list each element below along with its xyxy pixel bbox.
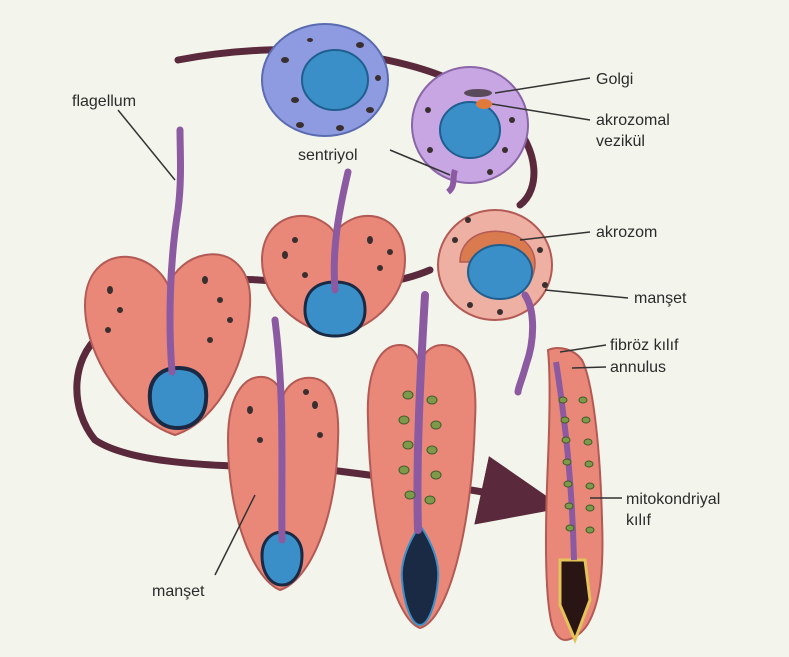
spermatocyte-nucleus (302, 50, 368, 110)
acrosomal-vesicle (476, 99, 492, 109)
heart-spermatid-middle (262, 172, 405, 336)
label-mitokondriyal-line1: mitokondriyal (626, 491, 720, 508)
left-nucleus (150, 368, 206, 428)
elongating-spermatid-2 (368, 295, 476, 628)
label-flagellum: flagellum (72, 93, 136, 110)
label-akrozomal-line2: vezikül (596, 133, 645, 150)
spermatocyte-cell (262, 24, 388, 136)
label-manset-bottom: manşet (152, 583, 205, 600)
label-fibroz-kilif: fibröz kılıf (610, 337, 679, 354)
elongating-spermatid-1 (228, 320, 338, 590)
label-sentriyol: sentriyol (298, 147, 358, 164)
heart-spermatid-left (85, 130, 250, 435)
label-akrozomal-line1: akrozomal (596, 112, 670, 129)
early-spermatid-cell (412, 67, 528, 192)
label-manset-right: manşet (634, 290, 687, 307)
mature-spermatozoon (546, 348, 603, 640)
cap-phase-nucleus (468, 245, 532, 299)
label-annulus: annulus (610, 359, 666, 376)
label-mitokondriyal-line2: kılıf (626, 512, 651, 529)
label-akrozom: akrozom (596, 224, 657, 241)
early-spermatid-nucleus (440, 102, 500, 158)
golgi-apparatus (464, 89, 492, 97)
label-golgi: Golgi (596, 71, 633, 88)
